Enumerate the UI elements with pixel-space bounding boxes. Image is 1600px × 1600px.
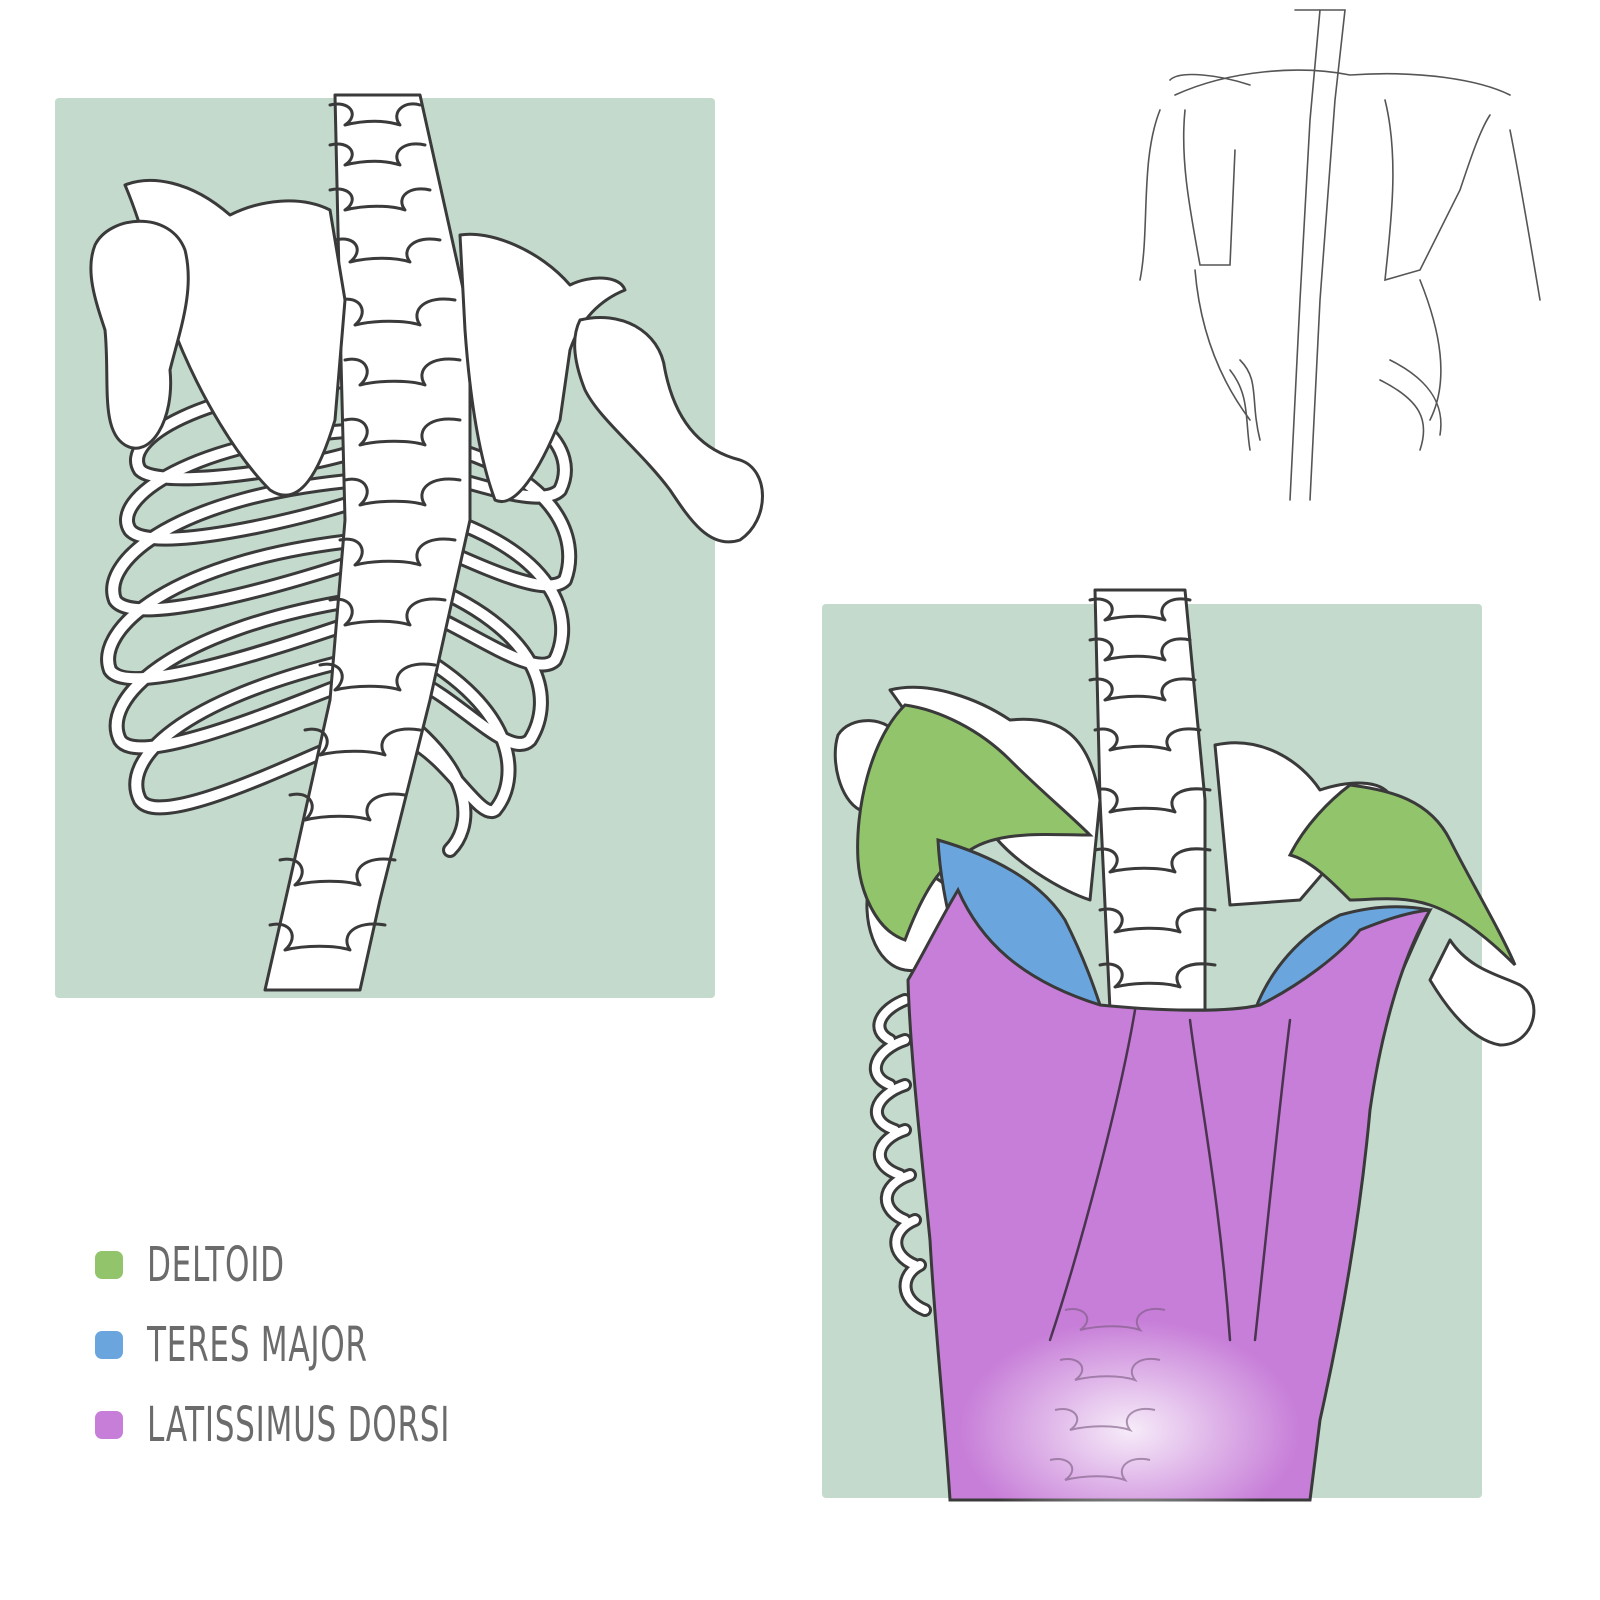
legend-label-deltoid: DELTOID [147,1237,285,1293]
sketch-torso [1140,10,1540,500]
deltoid-swatch [95,1251,123,1279]
teres-major-swatch [95,1331,123,1359]
legend-item-deltoid: DELTOID [95,1225,568,1305]
left-skeleton [91,95,763,990]
legend-label-teres-major: TERES MAJOR [147,1317,368,1373]
right-humerus [575,317,763,542]
legend-item-teres-major: TERES MAJOR [95,1305,568,1385]
legend-label-latissimus-dorsi: LATISSIMUS DORSI [147,1397,450,1453]
legend: DELTOID TERES MAJOR LATISSIMUS DORSI [95,1225,568,1465]
legend-item-latissimus-dorsi: LATISSIMUS DORSI [95,1385,568,1465]
latissimus-dorsi-swatch [95,1411,123,1439]
